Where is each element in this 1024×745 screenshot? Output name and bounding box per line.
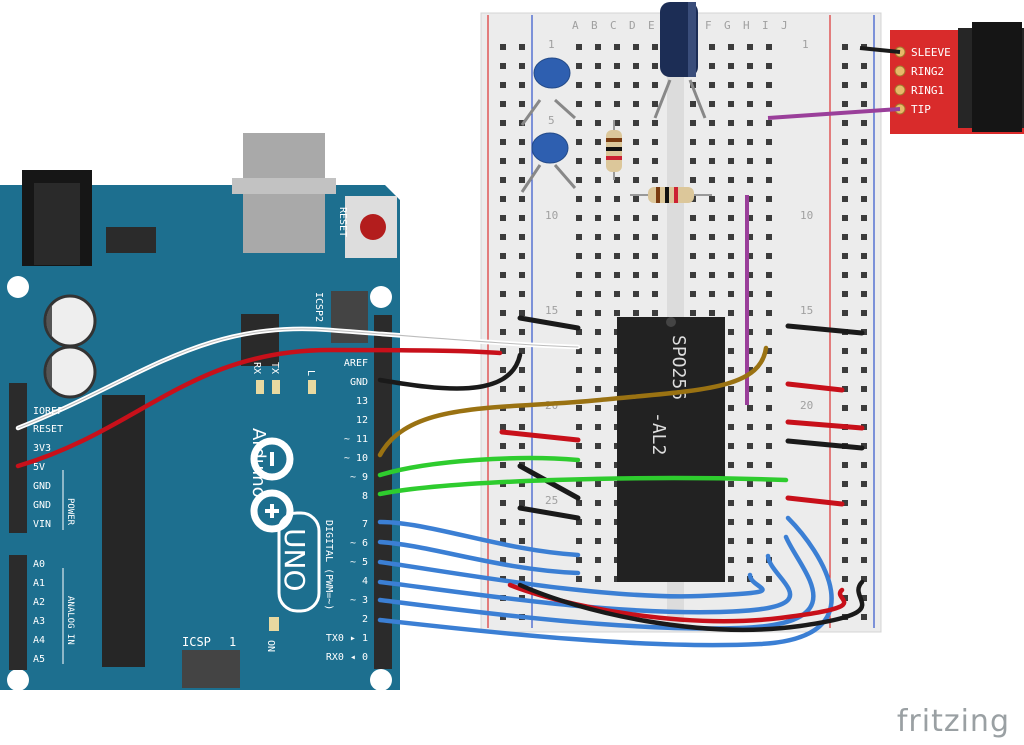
jack-pin-ring1: RING1 <box>911 84 944 97</box>
pin-5: ~ 5 <box>350 557 368 568</box>
icsp-label: ICSP <box>182 635 211 649</box>
chip-label-1: SPO256 <box>668 335 689 400</box>
pin-11: ~ 11 <box>344 434 368 445</box>
digital-label: DIGITAL (PWM=~) <box>323 520 334 610</box>
row-number: 10 <box>800 209 813 222</box>
pin-a2: A2 <box>33 597 45 608</box>
resistor-horizontal <box>630 187 712 203</box>
pin-13: 13 <box>356 396 368 407</box>
pin-gnd1: GND <box>33 481 51 492</box>
icsp2-label: ICSP2 <box>313 292 324 322</box>
wire-blue-d6 <box>377 539 581 576</box>
pin-a5: A5 <box>33 654 45 665</box>
jack-sleeve-wire <box>859 46 901 54</box>
col-letter: C <box>610 19 617 32</box>
pin-a0: A0 <box>33 559 45 570</box>
col-letter: J <box>781 19 788 32</box>
wire-green-d9 <box>377 455 581 478</box>
wire-brown-d10 <box>377 345 769 458</box>
pin-5v: 5V <box>33 462 45 473</box>
power-label: POWER <box>65 498 75 526</box>
pin-10: ~ 10 <box>344 453 368 464</box>
jack-tip-wire <box>767 107 901 120</box>
row-number: 25 <box>545 494 558 507</box>
wire-red-5v <box>15 347 503 469</box>
wire-blue-d5 <box>377 559 765 599</box>
col-letter: E <box>648 19 655 32</box>
row-number: 1 <box>548 38 555 51</box>
audio-jack-breakout: SLEEVE RING2 RING1 TIP <box>890 22 1024 134</box>
col-letter: B <box>591 19 598 32</box>
pin-a4: A4 <box>33 635 45 646</box>
resistor-vertical <box>606 120 622 180</box>
wire-blue-d2 <box>377 515 834 648</box>
jack-pin-ring2: RING2 <box>911 65 944 78</box>
chip-label-2: -AL2 <box>648 412 669 455</box>
fritzing-watermark: fritzing <box>896 704 1010 739</box>
pin-gnd: GND <box>350 377 368 388</box>
pin-3v3: 3V3 <box>33 443 51 454</box>
pin-2: 2 <box>362 614 368 625</box>
pin-6: ~ 6 <box>350 538 368 549</box>
ceramic-capacitor-1 <box>520 57 577 126</box>
pin-12: 12 <box>356 415 368 426</box>
pin-3: ~ 3 <box>350 595 368 606</box>
col-letter: F <box>705 19 712 32</box>
pin-9: ~ 9 <box>350 472 368 483</box>
uno-label: UNO <box>278 528 311 591</box>
pin-aref: AREF <box>344 358 368 369</box>
col-letter: I <box>762 19 769 32</box>
pin-8: 8 <box>362 491 368 502</box>
col-letter: D <box>629 19 636 32</box>
row-number: 15 <box>800 304 813 317</box>
ceramic-capacitor-2 <box>520 132 577 193</box>
wire-blue-d4 <box>377 553 793 615</box>
pin-gnd2: GND <box>33 500 51 511</box>
tx-label: TX <box>269 362 280 374</box>
pin-4: 4 <box>362 576 368 587</box>
wire-black-bottom <box>517 579 865 632</box>
spo256-chip: SPO256 -AL2 <box>617 317 725 582</box>
col-letter: A <box>572 19 579 32</box>
wires <box>15 326 865 648</box>
row-number: 20 <box>800 399 813 412</box>
wire-blue-d7 <box>377 519 581 558</box>
row-number: 1 <box>802 38 809 51</box>
wire-green-d8 <box>377 475 789 497</box>
reset-label: RESET <box>337 207 348 237</box>
l-label: L <box>305 370 316 376</box>
jack-pin-tip: TIP <box>911 103 931 116</box>
wire-white-outline <box>17 328 579 429</box>
electrolytic-capacitor <box>653 2 707 119</box>
jack-pin-sleeve: SLEEVE <box>911 46 951 59</box>
icsp-num: 1 <box>229 635 236 649</box>
pin-0: RX0 ◂ 0 <box>326 652 368 663</box>
pin-a1: A1 <box>33 578 45 589</box>
row-number: 5 <box>548 114 555 127</box>
on-label: ON <box>265 640 276 652</box>
pin-a3: A3 <box>33 616 45 627</box>
wire-black-gnd <box>377 352 523 391</box>
col-letter: H <box>743 19 750 32</box>
arduino-uno-board: RESET ICSP2 TX RX L Arduino UNO ON ICSP … <box>0 133 400 691</box>
analog-label: ANALOG IN <box>65 596 75 645</box>
row-number: 15 <box>545 304 558 317</box>
breadboard-jumpers <box>499 315 865 521</box>
pin-vin: VIN <box>33 519 51 530</box>
col-letter: G <box>724 19 731 32</box>
pin-ioref: IOREF <box>33 406 63 417</box>
rx-label: RX <box>251 362 262 374</box>
pin-reset: RESET <box>33 424 63 435</box>
row-number: 10 <box>545 209 558 222</box>
pin-7: 7 <box>362 519 368 530</box>
arduino-logo <box>250 437 294 533</box>
pin-1: TX0 ▸ 1 <box>326 633 368 644</box>
